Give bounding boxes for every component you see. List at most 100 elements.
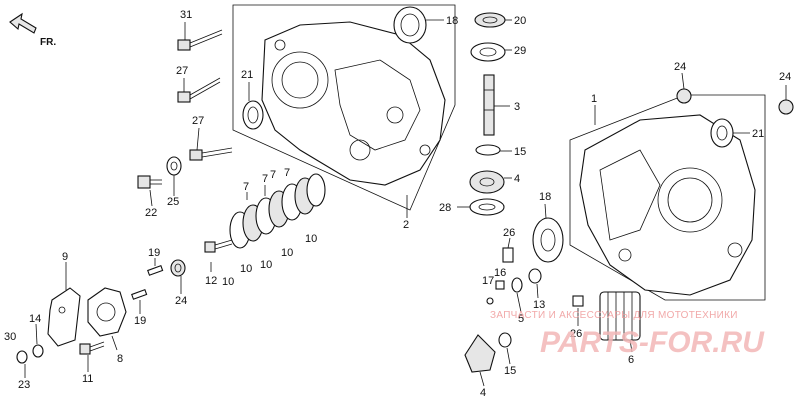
case-rib: [599, 149, 661, 241]
callout-27: 27: [192, 115, 204, 127]
bolt-11: [79, 341, 105, 355]
bearing-20: [474, 12, 506, 28]
callout-31: 31: [180, 9, 192, 21]
washer-15-bottom: [498, 332, 512, 348]
case-hole: [618, 248, 632, 262]
callout-24: 24: [779, 71, 791, 83]
callout-24: 24: [674, 61, 686, 73]
callout-2: 2: [403, 219, 409, 231]
case-hole: [274, 39, 286, 51]
callout-6: 6: [628, 354, 634, 366]
callout-1: 1: [591, 93, 597, 105]
bolt-31: [177, 29, 223, 51]
arrow-icon: [9, 12, 37, 34]
front-direction-arrow: FR.: [9, 12, 56, 48]
bolt-12: [204, 239, 233, 253]
callout-27: 27: [176, 65, 188, 77]
oil-seal-21-right: [710, 118, 734, 148]
dowel-26-top: [502, 247, 514, 263]
cover-8: [87, 287, 127, 337]
nut-24-right-a: [676, 88, 692, 104]
washer-30: [16, 350, 28, 364]
callout-23: 23: [18, 379, 30, 391]
ball-17: [486, 297, 494, 305]
case-outline-box: [232, 4, 456, 211]
needle-16: [495, 280, 505, 290]
callout-10: 10: [222, 276, 234, 288]
callout-10: 10: [305, 233, 317, 245]
case-bore-inner: [281, 61, 319, 99]
gear-4-top: [469, 170, 505, 194]
callout-19: 19: [148, 247, 160, 259]
washer-25: [166, 156, 182, 176]
callout-10: 10: [260, 259, 272, 271]
callout-8: 8: [117, 353, 123, 365]
case-body: [579, 114, 756, 296]
callout-5: 5: [518, 313, 524, 325]
watermark: ЗАПЧАСТИ И АКСЕССУАРЫ ДЛЯ МОТОТЕХНИКИ PA…: [490, 310, 765, 359]
dowel-26-bottom: [572, 295, 584, 307]
callout-11: 11: [82, 373, 93, 385]
clutch-plate-stack: [229, 173, 326, 249]
watermark-brand: PARTS-FOR.RU: [540, 326, 765, 359]
nut-24-right-b: [778, 99, 794, 115]
callout-9: 9: [62, 251, 68, 263]
left-case-half: [232, 4, 456, 211]
callout-21: 21: [752, 128, 764, 140]
washer-13: [528, 268, 542, 284]
filter-6: [599, 291, 641, 341]
bevel-gear-4: [464, 334, 496, 373]
callout-7: 7: [270, 169, 276, 181]
callout-7: 7: [284, 167, 290, 179]
bearing-18-top: [393, 6, 427, 44]
callout-26: 26: [503, 227, 515, 239]
callout-20: 20: [514, 15, 526, 27]
callout-14: 14: [29, 313, 41, 325]
case-hole: [419, 144, 431, 156]
leader-lines: [24, 19, 787, 387]
case-bore: [657, 167, 723, 233]
callout-26: 26: [570, 328, 582, 340]
callout-3: 3: [514, 101, 520, 113]
callout-18: 18: [446, 15, 458, 27]
callout-15: 15: [504, 365, 516, 377]
case-rib: [334, 59, 421, 151]
callout-labels: 31 18 20 29 27 21 3 24 24 1 21 27 15 4 2…: [4, 9, 791, 399]
callout-10: 10: [240, 263, 252, 275]
callout-17: 17: [482, 275, 494, 287]
callout-4: 4: [480, 387, 486, 399]
callout-21: 21: [241, 69, 253, 81]
callout-18: 18: [539, 191, 551, 203]
bearing-5: [511, 277, 523, 293]
callout-15: 15: [514, 146, 526, 158]
callout-16: 16: [494, 267, 506, 279]
case-bore: [271, 51, 329, 109]
nut-24-left: [170, 259, 186, 277]
callout-12: 12: [205, 275, 217, 287]
washer-14: [32, 344, 44, 358]
pin-19b: [131, 289, 148, 300]
bearing-18-mid: [532, 217, 564, 263]
right-case-half: [569, 94, 766, 301]
case-bore-inner: [667, 177, 713, 223]
case-boss: [386, 106, 404, 124]
direction-label: FR.: [40, 37, 56, 48]
callout-28: 28: [439, 202, 451, 214]
callout-4: 4: [514, 173, 520, 185]
case-boss: [727, 242, 743, 258]
callout-25: 25: [167, 196, 179, 208]
oil-seal-21-left: [242, 100, 264, 130]
bearing-29: [470, 42, 506, 62]
shaft-3: [483, 74, 495, 136]
washer-15-top: [475, 144, 501, 156]
callout-24: 24: [175, 295, 187, 307]
callout-13: 13: [533, 299, 545, 311]
bracket-9: [47, 287, 81, 347]
callout-29: 29: [514, 45, 526, 57]
pin-19a: [147, 265, 164, 276]
callout-30: 30: [4, 331, 16, 343]
callout-19: 19: [134, 315, 146, 327]
callout-22: 22: [145, 207, 157, 219]
bearing-28: [469, 198, 505, 216]
